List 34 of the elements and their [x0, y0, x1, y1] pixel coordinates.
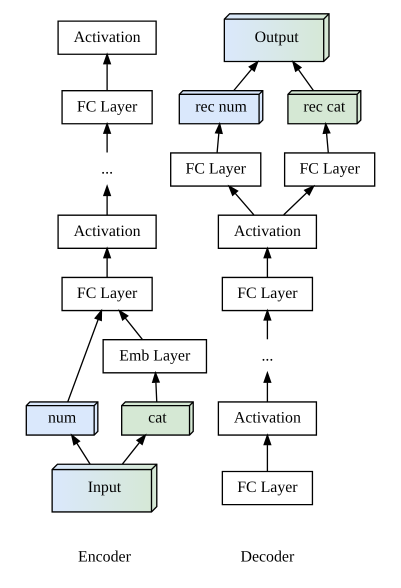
- node-box: Emb Layer: [102, 339, 208, 374]
- node-text: ...: [261, 347, 274, 364]
- arrow: [263, 370, 272, 402]
- node-box: Activation: [57, 214, 157, 249]
- arrow: [102, 52, 112, 90]
- node-box: Activation: [218, 401, 318, 436]
- node-box: Activation: [218, 214, 318, 249]
- arrow: [122, 434, 147, 464]
- node-box: FC Layer: [61, 276, 153, 312]
- node-box: FC Layer: [284, 152, 376, 187]
- node-box: FC Layer: [222, 276, 314, 312]
- label: Decoder: [240, 548, 294, 566]
- node-box: Activation: [57, 20, 157, 55]
- label: Encoder: [78, 548, 131, 566]
- arrow: [283, 184, 316, 216]
- arrow: [102, 122, 112, 152]
- arrow: [263, 308, 272, 340]
- arrow: [102, 184, 112, 215]
- node-text: ...: [101, 160, 114, 178]
- arrow: [214, 122, 223, 153]
- arrow: [70, 433, 91, 464]
- arrow: [263, 433, 272, 472]
- arrow: [102, 246, 112, 278]
- node-box: FC Layer: [222, 470, 314, 506]
- arrow: [67, 308, 102, 402]
- node-box: FC Layer: [170, 152, 262, 187]
- arrow: [118, 309, 143, 340]
- arrow: [292, 60, 314, 91]
- arrow: [322, 122, 331, 153]
- node-box: FC Layer: [61, 90, 153, 124]
- arrow: [152, 370, 160, 402]
- arrow: [263, 246, 272, 278]
- arrow: [233, 60, 259, 91]
- arrow: [228, 184, 254, 216]
